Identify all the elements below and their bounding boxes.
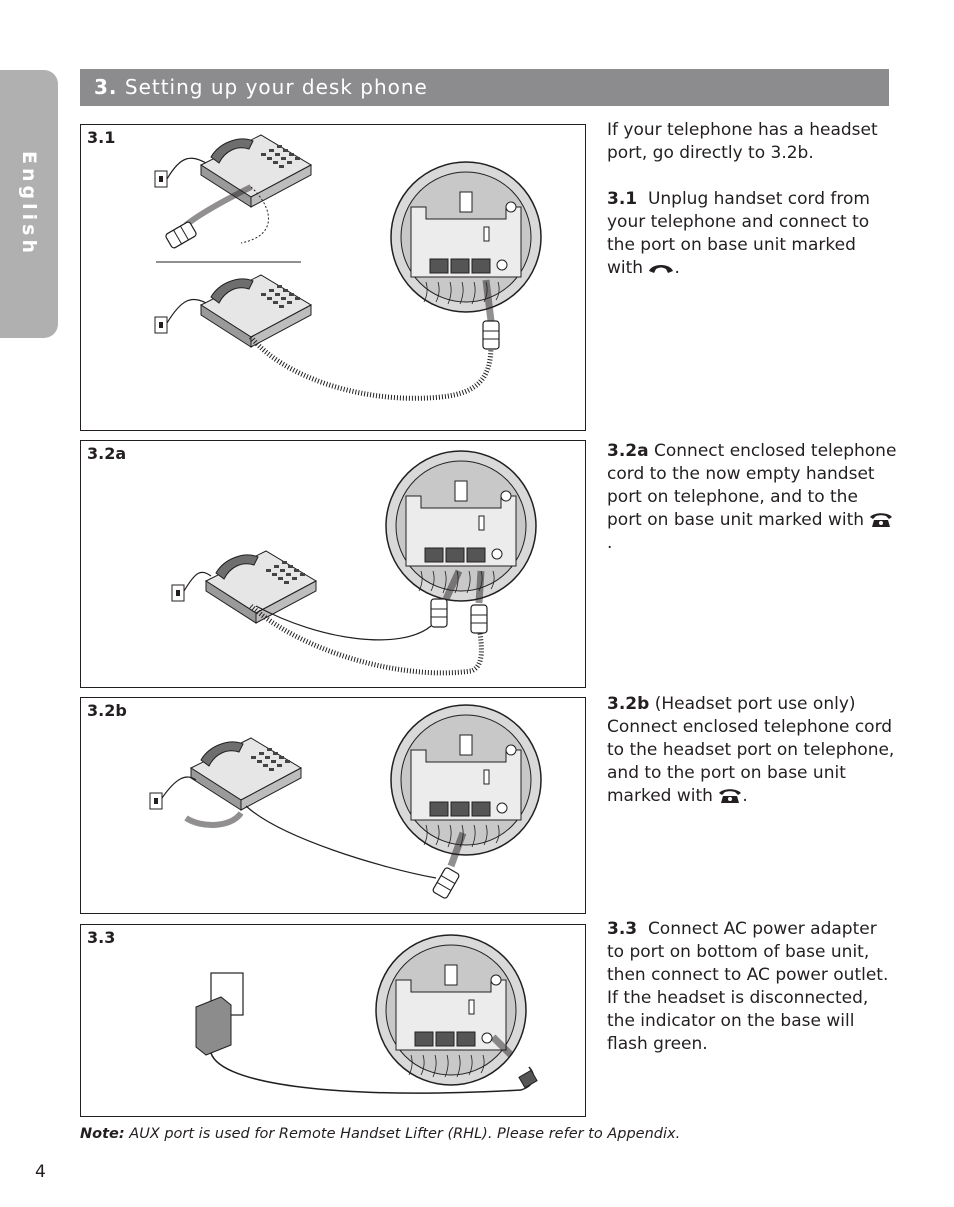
- wall-jack-icon: [154, 170, 168, 188]
- step-3-2b-diagram: [149, 704, 542, 900]
- step-number: 3.2a: [607, 441, 649, 461]
- step-3-2a-diagram: [171, 450, 537, 676]
- panel-label: 3.2b: [87, 701, 127, 720]
- step-number: 3.2b: [607, 694, 650, 714]
- base-unit-illustration: [390, 704, 542, 856]
- panel-label: 3.1: [87, 128, 116, 147]
- base-unit-illustration: [385, 450, 537, 602]
- handset-icon: [649, 265, 674, 273]
- wall-jack-icon: [171, 584, 185, 602]
- section-number: 3.: [94, 75, 118, 99]
- step-description: Connect AC power adapter to port on bott…: [607, 919, 889, 1054]
- step-text: 3.2b (Headset port use only) Connect enc…: [607, 694, 895, 806]
- desk-phone-illustration: [205, 550, 317, 624]
- panel-label: 3.3: [87, 928, 116, 947]
- step-number: 3.1: [607, 189, 638, 209]
- step-text: 3.1 Unplug handset cord from your teleph…: [607, 189, 870, 278]
- illustration-panel-3-3: 3.3: [80, 924, 586, 1117]
- desk-phone-illustration-2: [200, 274, 312, 348]
- instruction-3-2b: 3.2b (Headset port use only) Connect enc…: [607, 693, 897, 808]
- note-label: Note:: [80, 1126, 125, 1142]
- desk-phone-illustration: [190, 737, 302, 811]
- step-number: 3.3: [607, 919, 638, 939]
- illustration-panel-3-2a: 3.2a: [80, 440, 586, 688]
- step-description: (Headset port use only) Connect enclosed…: [607, 694, 895, 806]
- telephone-icon: [870, 513, 893, 527]
- footnote: Note: AUX port is used for Remote Handse…: [80, 1126, 680, 1142]
- note-text: AUX port is used for Remote Handset Lift…: [129, 1126, 681, 1142]
- step-description: Unplug handset cord from your telephone …: [607, 189, 870, 278]
- telephone-icon: [719, 789, 742, 803]
- instruction-3-2a: 3.2a Connect enclosed telephone cord to …: [607, 440, 897, 555]
- desk-phone-illustration: [200, 134, 312, 208]
- step-text: 3.2a Connect enclosed telephone cord to …: [607, 441, 897, 553]
- page-number: 4: [35, 1162, 46, 1182]
- section-title: 3. Setting up your desk phone: [94, 75, 428, 99]
- illustration-panel-3-1: 3.1: [80, 124, 586, 431]
- step-3-3-diagram: [195, 934, 538, 1094]
- section-header: 3. Setting up your desk phone: [80, 69, 889, 106]
- illustration-panel-3-2b: 3.2b: [80, 697, 586, 914]
- step-3-1-diagram: [154, 134, 542, 401]
- power-adapter-illustration: [195, 996, 232, 1056]
- intro-text: If your telephone has a headset port, go…: [607, 120, 878, 163]
- panel-label: 3.2a: [87, 444, 127, 463]
- language-tab-label: English: [18, 151, 40, 257]
- step-text: 3.3 Connect AC power adapter to port on …: [607, 918, 897, 1056]
- instruction-3-3: 3.3 Connect AC power adapter to port on …: [607, 918, 897, 1056]
- section-title-text: Setting up your desk phone: [124, 75, 428, 99]
- base-unit-illustration: [390, 161, 542, 313]
- step-description: Connect enclosed telephone cord to the n…: [607, 441, 897, 530]
- wall-jack-icon: [149, 792, 163, 810]
- wall-jack-icon-2: [154, 316, 168, 334]
- base-unit-illustration: [375, 934, 527, 1086]
- language-tab[interactable]: English: [0, 70, 58, 338]
- instruction-3-1: If your telephone has a headset port, go…: [607, 119, 897, 280]
